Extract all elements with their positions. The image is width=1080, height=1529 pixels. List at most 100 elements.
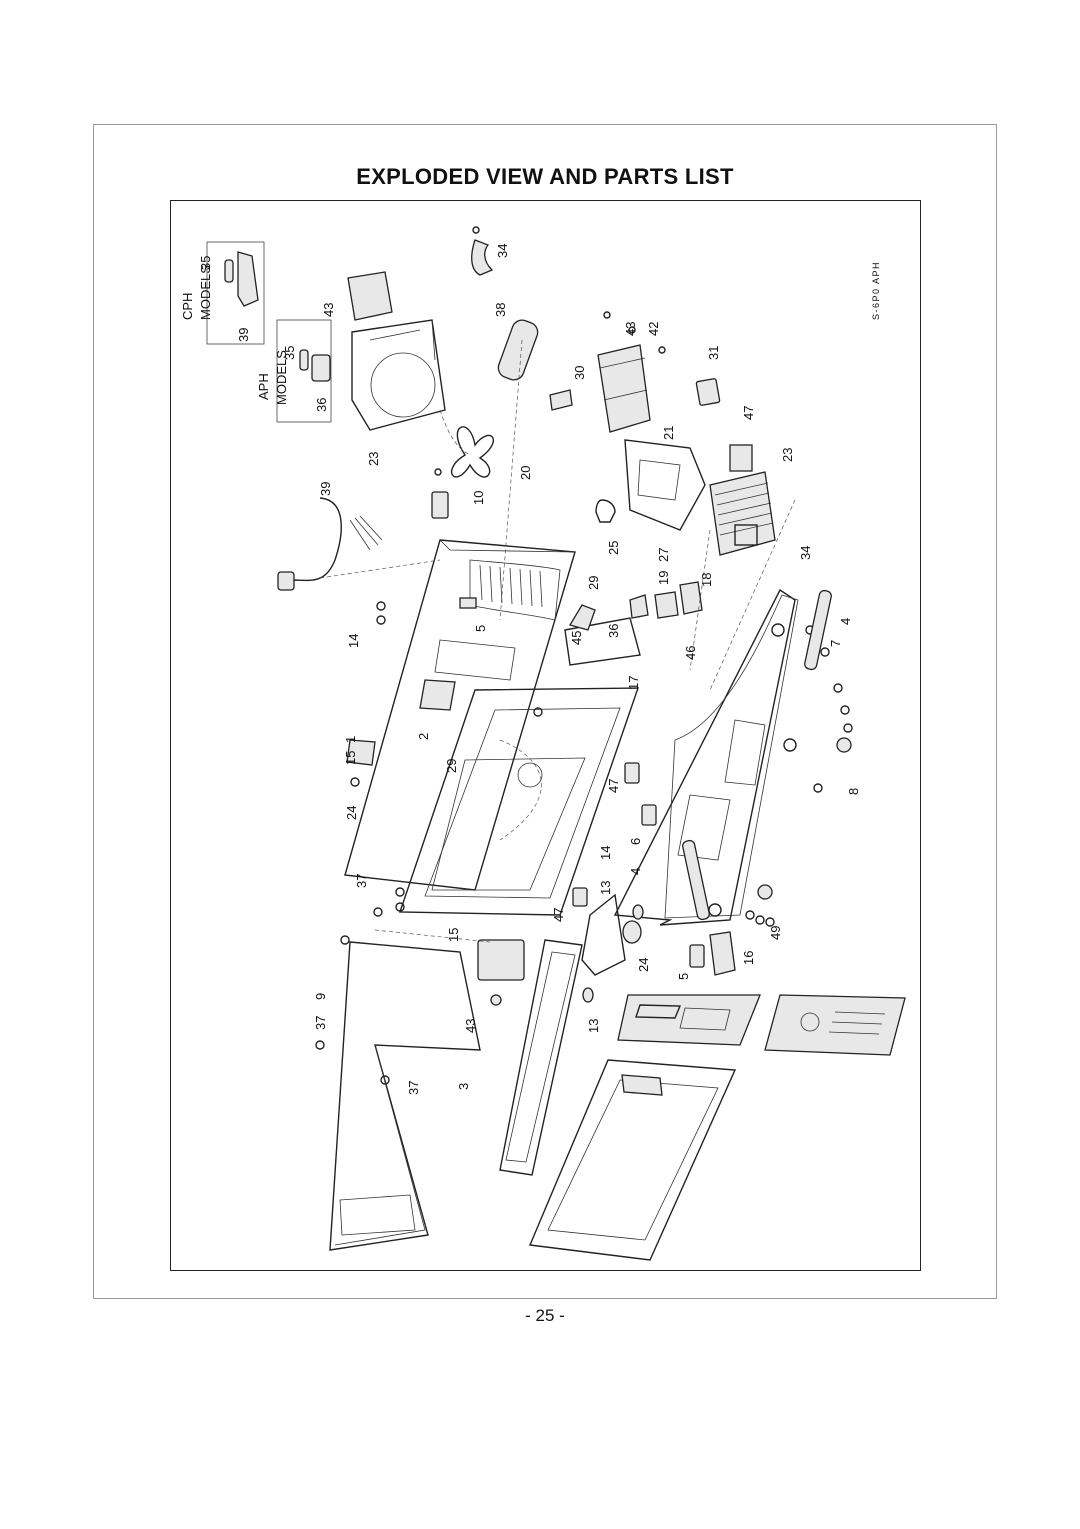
part-1 xyxy=(346,739,376,766)
aph-label: APH xyxy=(256,373,271,400)
part-label: 38 xyxy=(493,303,508,317)
part-label: 35 xyxy=(282,346,297,360)
part-label: 21 xyxy=(661,426,676,440)
part-label: 5 xyxy=(473,625,488,632)
high-voltage-transformer xyxy=(549,311,666,433)
part-10 xyxy=(431,491,449,519)
fan-motor-assembly xyxy=(347,271,446,431)
magnetron xyxy=(709,471,776,556)
part-48 xyxy=(729,444,753,472)
part-label: 15 xyxy=(446,928,461,942)
part-35-aph xyxy=(299,349,309,371)
part-13-upper xyxy=(632,904,644,920)
part-label: 49 xyxy=(768,926,783,940)
part-label: 7 xyxy=(828,640,843,647)
part-16 xyxy=(709,931,736,976)
part-label: 2 xyxy=(416,733,431,740)
instruction-card xyxy=(764,994,906,1056)
part-label: 1 xyxy=(343,736,358,743)
cph-label: CPH xyxy=(180,293,195,320)
part-2 xyxy=(419,679,456,711)
part-label: 42 xyxy=(646,322,661,336)
part-label: 25 xyxy=(606,541,621,555)
control-panel xyxy=(617,994,761,1046)
cph-models-box: CPH MODELS 35 39 xyxy=(180,241,265,345)
page-number: - 25 - xyxy=(525,1306,565,1325)
part-label: 15 xyxy=(343,751,358,765)
part-label: 43 xyxy=(463,1019,478,1033)
model-code: S-6P0 APH xyxy=(871,261,881,320)
page-title: EXPLODED VIEW AND PARTS LIST xyxy=(356,164,734,189)
part-label: 47 xyxy=(606,779,621,793)
part-5-lower xyxy=(689,944,705,968)
part-label: 3 xyxy=(456,1083,471,1090)
power-cord xyxy=(277,497,383,591)
diagram-frame xyxy=(170,200,921,1271)
part-14 xyxy=(581,893,626,976)
part-label: 4 xyxy=(628,868,643,875)
page-border xyxy=(93,124,997,1299)
part-31 xyxy=(695,378,721,406)
part-callouts: 34 43 38 43 42 31 30 47 21 23 23 20 39 1… xyxy=(313,244,861,1095)
part-label: 47 xyxy=(741,406,756,420)
part-label: 19 xyxy=(656,571,671,585)
part-label: 29 xyxy=(444,759,459,773)
part-label: 6 xyxy=(628,838,643,845)
door-latch-assembly xyxy=(564,581,703,666)
magnetron-bracket xyxy=(624,439,706,531)
part-label: 13 xyxy=(586,1019,601,1033)
oven-cavity-front xyxy=(399,687,639,916)
part-label: 16 xyxy=(741,951,756,965)
part-41 xyxy=(490,994,502,1006)
aph-models-box: APH MODELS 35 36 xyxy=(256,319,332,423)
part-label: 20 xyxy=(518,466,533,480)
part-33 xyxy=(471,239,494,276)
part-25 xyxy=(595,499,616,523)
part-3 xyxy=(499,939,583,1176)
part-13-lower xyxy=(582,987,594,1003)
part-label: 47 xyxy=(551,908,566,922)
part-5-upper xyxy=(459,597,477,609)
capacitor xyxy=(497,319,539,381)
part-label: 13 xyxy=(598,881,613,895)
part-label: 34 xyxy=(495,244,510,258)
part-label: 27 xyxy=(656,548,671,562)
part-label: 46 xyxy=(683,646,698,660)
part-label: 10 xyxy=(471,491,486,505)
part-8-lower xyxy=(757,884,773,900)
part-label: 34 xyxy=(798,546,813,560)
part-44 xyxy=(347,271,393,321)
part-label: 24 xyxy=(344,806,359,820)
part-label: 37 xyxy=(406,1081,421,1095)
fan-blade xyxy=(450,426,494,478)
part-36 xyxy=(311,354,331,382)
outer-wrapper xyxy=(329,941,481,1251)
part-label: 35 xyxy=(198,256,213,270)
part-28 xyxy=(622,920,642,944)
oven-door xyxy=(528,1059,737,1261)
part-label: 39 xyxy=(236,328,251,342)
door-handle xyxy=(621,1074,663,1096)
aph-models-label: MODELS xyxy=(274,350,289,405)
part-label: 9 xyxy=(313,993,328,1000)
part-4-right xyxy=(804,589,832,671)
part-label: 18 xyxy=(699,573,714,587)
part-label: 43 xyxy=(623,322,638,336)
part-4-lower xyxy=(682,839,710,921)
part-label: 23 xyxy=(780,448,795,462)
part-label: 29 xyxy=(586,576,601,590)
part-label: 31 xyxy=(706,346,721,360)
part-label: 43 xyxy=(321,303,336,317)
base-plate xyxy=(613,588,799,926)
part-47-upper xyxy=(624,762,640,784)
part-label: 45 xyxy=(569,631,584,645)
part-47-lower xyxy=(572,887,588,907)
screws xyxy=(315,601,853,1085)
part-label: 37 xyxy=(313,1016,328,1030)
part-label: 4 xyxy=(838,618,853,625)
part-label: 5 xyxy=(676,973,691,980)
part-39 xyxy=(237,251,259,307)
part-label: 23 xyxy=(366,452,381,466)
part-6 xyxy=(641,804,657,826)
part-label: 14 xyxy=(346,634,361,648)
